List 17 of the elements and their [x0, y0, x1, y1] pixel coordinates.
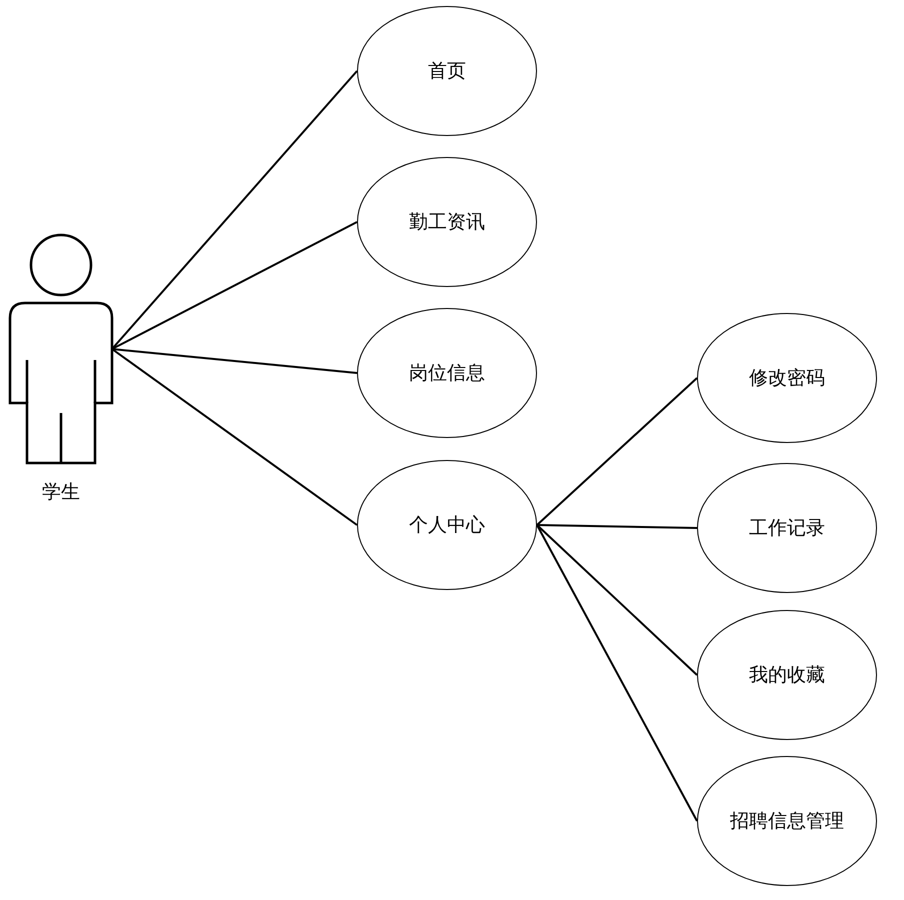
connector-line: [111, 348, 358, 526]
connector-line: [112, 348, 358, 374]
use-case-label: 我的收藏: [749, 663, 825, 688]
connector-line: [111, 70, 358, 350]
connector-line: [536, 524, 698, 822]
use-case-label: 个人中心: [409, 513, 485, 538]
use-case-label: 岗位信息: [409, 361, 485, 386]
use-case-label: 勤工资讯: [409, 210, 485, 235]
actor-label: 学生: [42, 480, 80, 505]
connector-line: [536, 377, 698, 526]
connector-line: [112, 221, 358, 350]
use-case-label: 招聘信息管理: [730, 809, 844, 834]
connector-line: [536, 524, 698, 529]
connector-line: [536, 524, 698, 676]
use-case-label: 修改密码: [749, 366, 825, 391]
use-case-label: 工作记录: [749, 516, 825, 541]
use-case-label: 首页: [428, 59, 466, 84]
